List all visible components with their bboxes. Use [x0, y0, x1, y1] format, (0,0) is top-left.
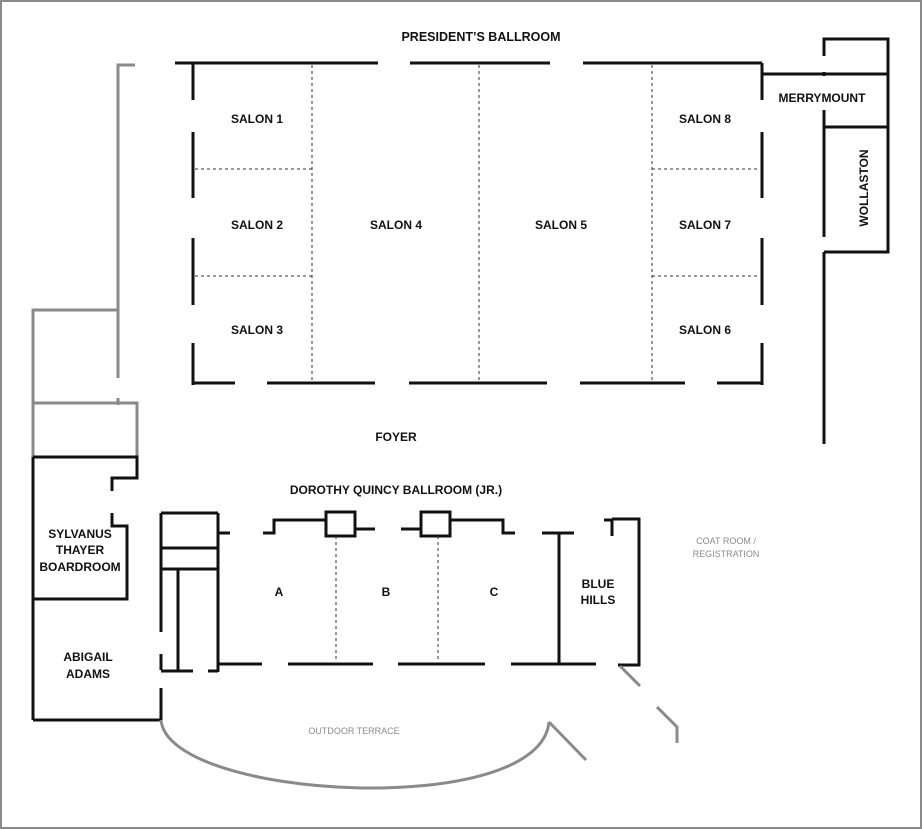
- label-room-c: C: [490, 585, 499, 599]
- label-salon-2: SALON 2: [231, 218, 283, 232]
- label-sylvanus-line1: SYLVANUS: [48, 527, 112, 541]
- label-salon-4: SALON 4: [370, 218, 422, 232]
- presidents-ballroom-walls: [175, 61, 764, 385]
- label-abigail-line2: ADAMS: [66, 667, 110, 681]
- label-sylvanus-line2: THAYER: [56, 543, 105, 557]
- label-merrymount: MERRYMOUNT: [779, 91, 867, 105]
- label-wollaston: WOLLASTON: [857, 149, 871, 226]
- stair-core-walls: [159, 511, 220, 673]
- label-room-a: A: [275, 585, 284, 599]
- outdoor-terrace-outline: [159, 664, 679, 790]
- label-abigail-line1: ABIGAIL: [63, 650, 112, 664]
- label-salon-5: SALON 5: [535, 218, 587, 232]
- label-foyer: FOYER: [375, 430, 417, 444]
- east-rooms-walls: [762, 37, 890, 444]
- dorothy-quincy-partitions: [335, 536, 439, 662]
- label-coat-room-line2: REGISTRATION: [693, 549, 760, 559]
- label-salon-6: SALON 6: [679, 323, 731, 337]
- label-salon-1: SALON 1: [231, 112, 283, 126]
- label-salon-8: SALON 8: [679, 112, 731, 126]
- label-blue-hills-line2: HILLS: [581, 593, 616, 607]
- label-salon-7: SALON 7: [679, 218, 731, 232]
- label-outdoor-terrace: OUTDOOR TERRACE: [308, 726, 399, 736]
- label-dorothy-quincy-ballroom: DOROTHY QUINCY BALLROOM (JR.): [290, 483, 502, 497]
- label-salon-3: SALON 3: [231, 323, 283, 337]
- label-coat-room-line1: COAT ROOM /: [696, 536, 756, 546]
- west-rooms-walls: [31, 455, 163, 722]
- west-exterior-walls: [31, 63, 139, 457]
- label-sylvanus-line3: BOARDROOM: [39, 560, 120, 574]
- label-room-b: B: [382, 585, 391, 599]
- presidents-ballroom-partitions: [195, 65, 760, 381]
- label-presidents-ballroom: PRESIDENT’S BALLROOM: [401, 30, 560, 44]
- label-blue-hills-line1: BLUE: [582, 577, 615, 591]
- dorothy-quincy-walls: [218, 510, 641, 667]
